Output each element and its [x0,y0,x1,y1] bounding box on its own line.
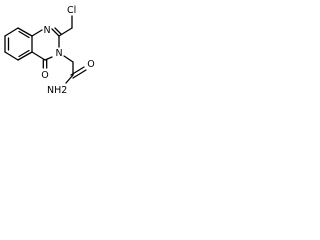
atom-label-n1: N [43,25,50,36]
pyrimidinone-ring [31,27,62,61]
acetamide-group [63,55,87,84]
bond [54,27,62,35]
bond [58,27,73,37]
bond [17,27,33,37]
atom-label-chlorine: Cl [67,5,76,16]
quinazolinone-structure: N N O Cl O NH2 [4,5,95,96]
bond [4,51,19,61]
atom-label-amide-oxygen: O [87,59,94,70]
double-bond [70,66,85,76]
bond [31,29,43,37]
bond [31,51,46,61]
double-bond [72,69,87,79]
chloromethyl-group [58,15,73,37]
bond [17,51,33,61]
bond [4,27,19,37]
atom-label-carbonyl-oxygen: O [41,70,48,81]
aromatic-double-bond [18,49,30,58]
bond [44,56,53,61]
bond [65,74,74,84]
bond [51,28,60,37]
bond [63,55,74,63]
carbonyl-group [42,59,48,69]
benzene-ring [4,27,33,61]
atom-label-amide-nitrogen: NH2 [47,85,67,96]
atom-label-n3: N [55,48,62,59]
aromatic-double-bond [18,30,30,39]
